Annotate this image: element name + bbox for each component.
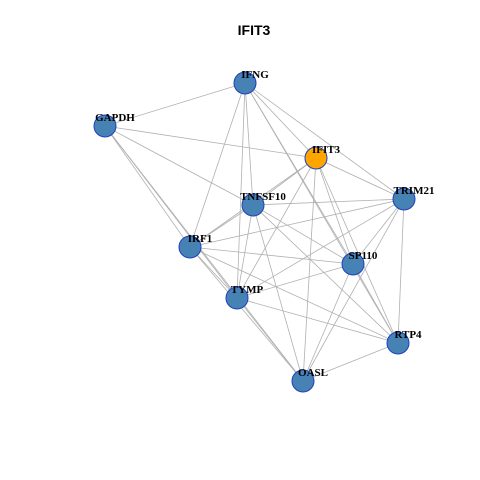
node-rtp4: RTP4 xyxy=(386,329,422,355)
edge-gapdh-irf1 xyxy=(104,125,191,248)
edge-rtp4-oasl xyxy=(302,342,399,382)
edge-trim21-rtp4 xyxy=(397,198,405,344)
node-circle-tnfsf10 xyxy=(241,193,265,217)
edge-ifit3-oasl xyxy=(302,157,317,382)
edge-sp110-tymp xyxy=(236,263,354,299)
node-gapdh: GAPDH xyxy=(93,112,135,138)
node-trim21: TRIM21 xyxy=(392,185,435,211)
edge-tnfsf10-irf1 xyxy=(189,204,254,248)
edge-ifit3-sp110 xyxy=(315,157,354,265)
edge-ifit3-rtp4 xyxy=(315,157,399,344)
edges-layer xyxy=(104,82,405,382)
node-circle-gapdh xyxy=(93,114,117,138)
node-circle-tymp xyxy=(225,286,249,310)
node-circle-irf1 xyxy=(178,235,202,259)
nodes-layer: IFNG GAPDH IFIT3TRIM21TNFSF10IRF1SP110TYMP… xyxy=(93,69,435,393)
edge-sp110-rtp4 xyxy=(352,263,399,344)
node-ifit3: IFIT3 xyxy=(304,144,341,170)
edge-ifng-gapdh xyxy=(104,82,246,127)
node-ifng: IFNG xyxy=(233,69,269,95)
node-circle-trim21 xyxy=(392,187,416,211)
node-circle-rtp4 xyxy=(386,331,410,355)
edge-gapdh-ifit3 xyxy=(104,125,317,159)
edge-irf1-oasl xyxy=(189,246,304,382)
node-label-ifng: IFNG xyxy=(241,69,269,81)
edge-trim21-irf1 xyxy=(189,198,405,248)
node-circle-ifng xyxy=(233,71,257,95)
node-label-oasl: OASL xyxy=(298,367,328,379)
node-oasl: OASL xyxy=(291,367,328,393)
edge-trim21-sp110 xyxy=(352,198,405,265)
node-label-trim21: TRIM21 xyxy=(394,185,435,197)
node-label-sp110: SP110 xyxy=(349,250,378,262)
node-label-rtp4: RTP4 xyxy=(394,329,422,341)
edge-tnfsf10-sp110 xyxy=(252,204,354,265)
node-tymp: TYMP xyxy=(225,284,264,310)
edge-ifng-irf1 xyxy=(189,82,246,248)
edge-ifng-rtp4 xyxy=(244,82,399,344)
edge-tnfsf10-oasl xyxy=(252,204,304,382)
edge-tymp-oasl xyxy=(236,297,304,382)
node-label-gapdh: GAPDH xyxy=(95,112,135,124)
node-irf1: IRF1 xyxy=(178,233,212,259)
edge-ifit3-trim21 xyxy=(315,157,405,200)
edge-trim21-oasl xyxy=(302,198,405,382)
edge-ifng-trim21 xyxy=(244,82,405,200)
edge-gapdh-tnfsf10 xyxy=(104,125,254,206)
node-circle-oasl xyxy=(291,369,315,393)
edge-ifng-tymp xyxy=(236,82,246,299)
edge-irf1-rtp4 xyxy=(189,246,399,344)
node-circle-ifit3 xyxy=(304,146,328,170)
edge-ifng-tnfsf10 xyxy=(244,82,254,206)
edge-tnfsf10-rtp4 xyxy=(252,204,399,344)
node-label-ifit3: IFIT3 xyxy=(312,144,341,156)
node-label-tymp: TYMP xyxy=(231,284,264,296)
edge-tnfsf10-tymp xyxy=(236,204,254,299)
edge-ifng-ifit3 xyxy=(244,82,317,159)
node-label-irf1: IRF1 xyxy=(188,233,212,245)
edge-irf1-tymp xyxy=(189,246,238,299)
node-sp110: SP110 xyxy=(341,250,378,276)
edge-sp110-oasl xyxy=(302,263,354,382)
graph-title: IFIT3 xyxy=(238,22,271,38)
node-circle-sp110 xyxy=(341,252,365,276)
edge-tymp-rtp4 xyxy=(236,297,399,344)
node-label-tnfsf10: TNFSF10 xyxy=(240,191,286,203)
edge-irf1-sp110 xyxy=(189,246,354,265)
node-tnfsf10: TNFSF10 xyxy=(240,191,286,217)
edge-trim21-tnfsf10 xyxy=(252,198,405,206)
